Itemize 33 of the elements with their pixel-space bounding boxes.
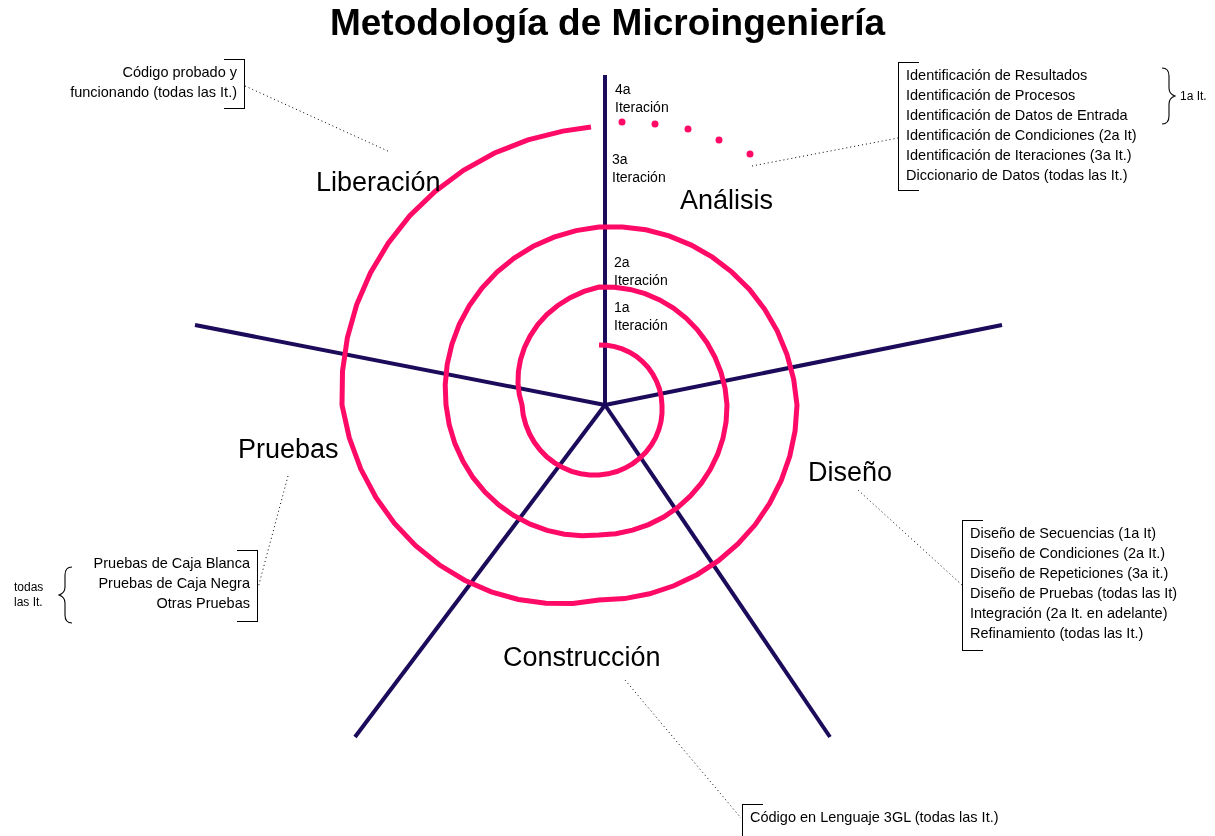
- leader-line: [244, 85, 391, 153]
- iteration-label: 4a Iteración: [615, 80, 670, 116]
- list-item: Identificación de Resultados: [906, 66, 1089, 85]
- list-item: Pruebas de Caja Blanca: [92, 554, 250, 573]
- iteration-label: 3a Iteración: [612, 150, 667, 186]
- list-item: Identificación de Datos de Entrada: [906, 106, 1129, 125]
- phase-label: Construcción: [503, 641, 661, 673]
- list-item: Refinamiento (todas las It.): [970, 624, 1145, 643]
- iteration-label: 2a Iteración: [614, 253, 669, 289]
- list-item: Código probado y funcionando (todas las It.): [69, 63, 237, 102]
- leader-line: [857, 489, 963, 586]
- note-text: todas las It.: [14, 580, 45, 610]
- list-item: Integración (2a It. en adelante): [970, 604, 1169, 623]
- phase-label: Análisis: [680, 184, 774, 216]
- list-item: Identificación de Iteraciones (3a It.): [906, 146, 1133, 165]
- list-item: Diseño de Repeticiones (3a it.): [970, 564, 1170, 583]
- iteration-label: 1a Iteración: [614, 298, 669, 334]
- title: Metodología de Microingeniería: [328, 2, 887, 44]
- list-item: Identificación de Condiciones (2a It): [906, 126, 1138, 145]
- note-text: 1a It.: [1180, 88, 1207, 104]
- list-item: Otras Pruebas: [155, 594, 250, 613]
- list-item: Código en Lenguaje 3GL (todas las It.): [750, 808, 1000, 827]
- list-item: Diseño de Secuencias (1a It): [970, 524, 1158, 543]
- list-item: Diseño de Condiciones (2a It.): [970, 544, 1167, 563]
- phase-label: Diseño: [808, 456, 893, 488]
- phase-label: Liberación: [316, 166, 441, 198]
- list-item: Identificación de Procesos: [906, 86, 1077, 105]
- list-item: Pruebas de Caja Negra: [97, 574, 250, 593]
- list-item: Diccionario de Datos (todas las It.): [906, 166, 1129, 185]
- phase-label: Pruebas: [238, 433, 339, 465]
- leader-line: [751, 137, 899, 167]
- leader-line: [624, 679, 742, 819]
- list-item: Diseño de Pruebas (todas las It): [970, 584, 1179, 603]
